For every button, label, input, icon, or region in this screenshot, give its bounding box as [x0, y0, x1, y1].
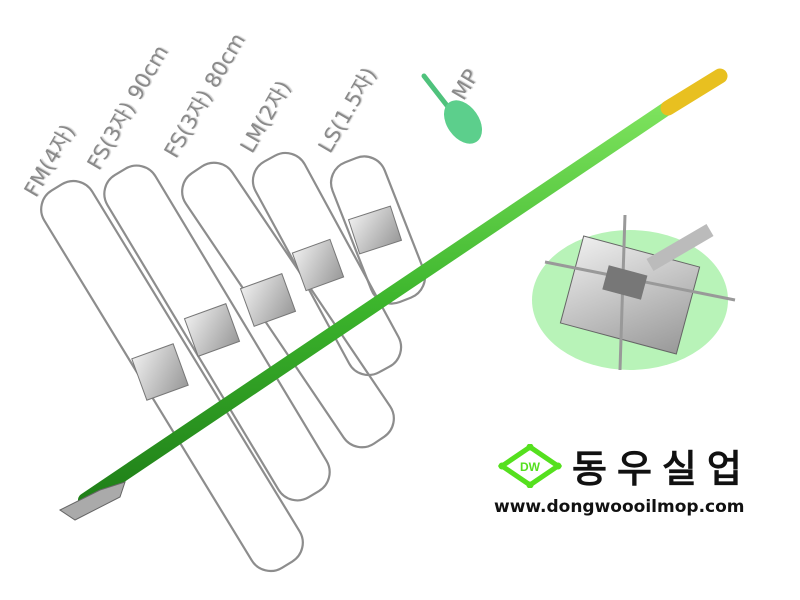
dw-logo-icon: DW — [498, 443, 562, 488]
frame-fs90 — [103, 164, 331, 502]
plate-ls — [347, 205, 403, 255]
spoon-mp — [421, 73, 483, 144]
website-url[interactable]: www.dongwoooilmop.com — [494, 497, 745, 517]
clamp-detail — [544, 214, 736, 371]
handle-grip — [660, 68, 728, 116]
handle-clamp — [59, 481, 126, 521]
frame-ls — [329, 155, 427, 305]
brand-logo: DW 동우실업 — [498, 438, 752, 493]
plate-fs90 — [183, 303, 241, 357]
plate-fm — [131, 343, 189, 401]
company-name: 동우실업 — [572, 447, 752, 491]
plate-fs80 — [239, 273, 297, 327]
plate-lm — [291, 238, 345, 292]
logo-text: DW — [520, 460, 541, 474]
mop-handle — [78, 98, 679, 507]
